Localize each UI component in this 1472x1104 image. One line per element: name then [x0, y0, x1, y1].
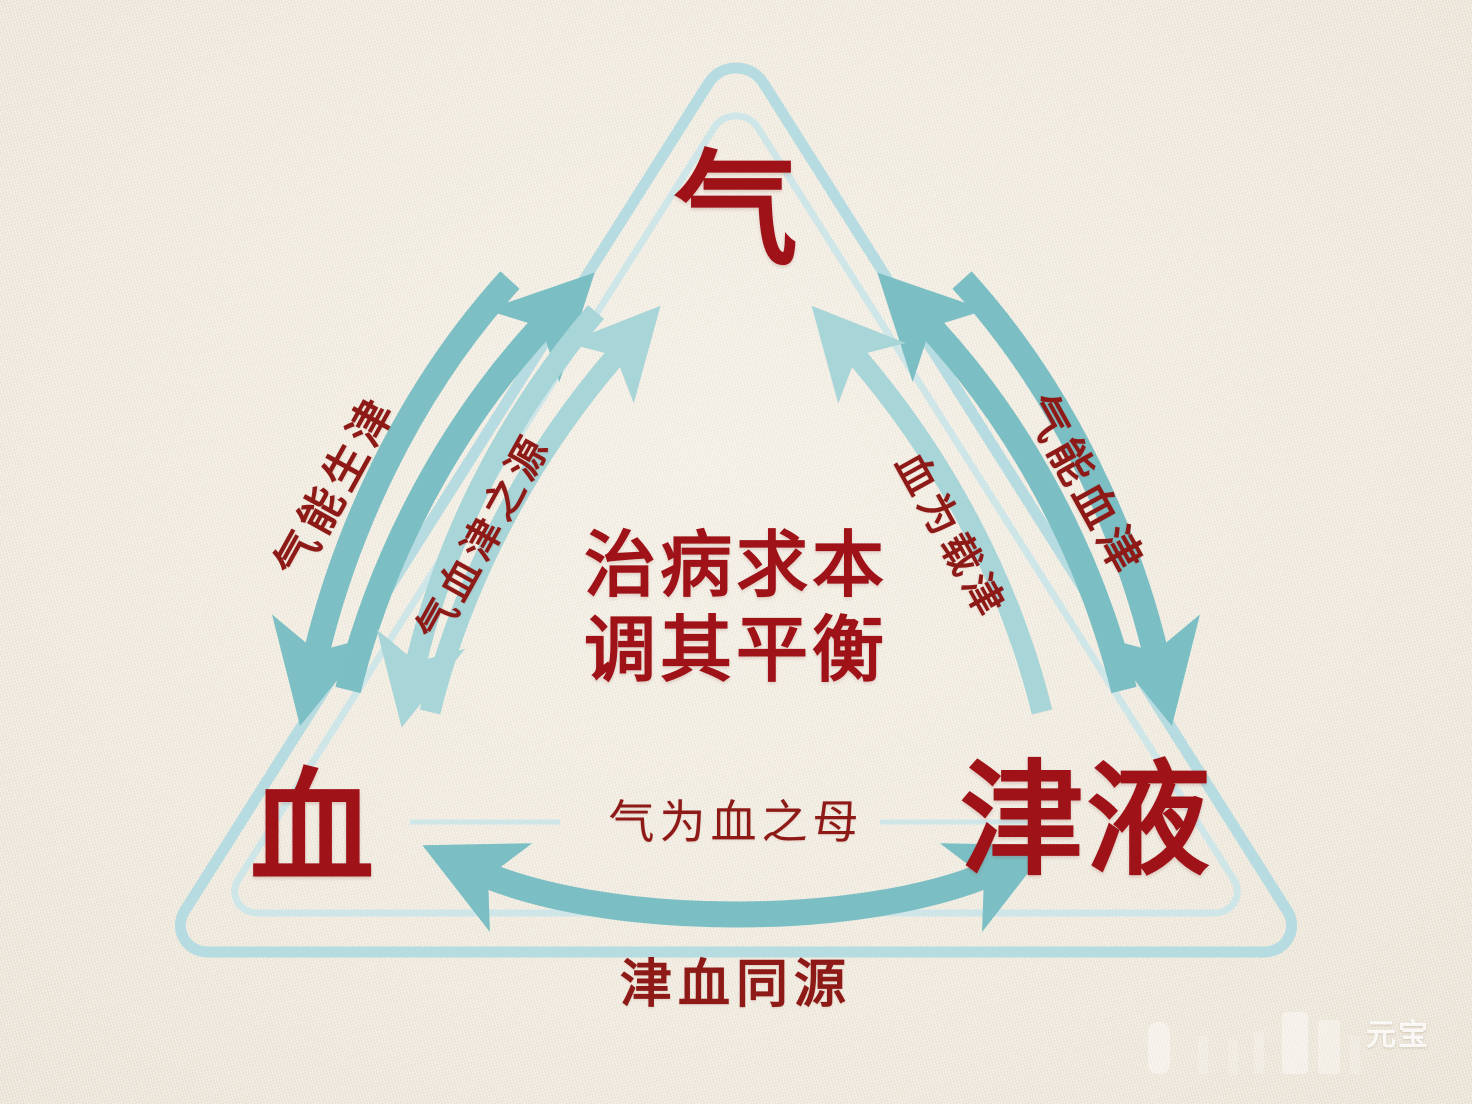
node-label-xue: 血 — [250, 761, 375, 898]
center-motto: 治病求本 调其平衡 — [0, 524, 1472, 694]
node-label-qi: 气 — [673, 143, 798, 280]
edge-label-jin-xue-tong-yuan: 津血同源 — [619, 957, 852, 1014]
watermark-label: 元宝 — [1366, 1019, 1430, 1052]
arrow-right-outer-down — [952, 271, 1200, 726]
center-motto-line2: 调其平衡 — [583, 610, 888, 691]
arrow-right-inner-up — [811, 305, 1053, 715]
center-motto-line1: 治病求本 — [583, 526, 888, 606]
node-label-jinye: 津液 — [960, 753, 1213, 890]
arrow-left-outer-down — [272, 271, 520, 726]
triangle-outline-outer — [174, 62, 1298, 958]
edge-label-qi-wei-xue-zhi-mu: 气为血之母 — [608, 797, 864, 848]
arrow-left-inner-down — [376, 305, 604, 728]
arrow-bottom-double — [422, 843, 1050, 932]
